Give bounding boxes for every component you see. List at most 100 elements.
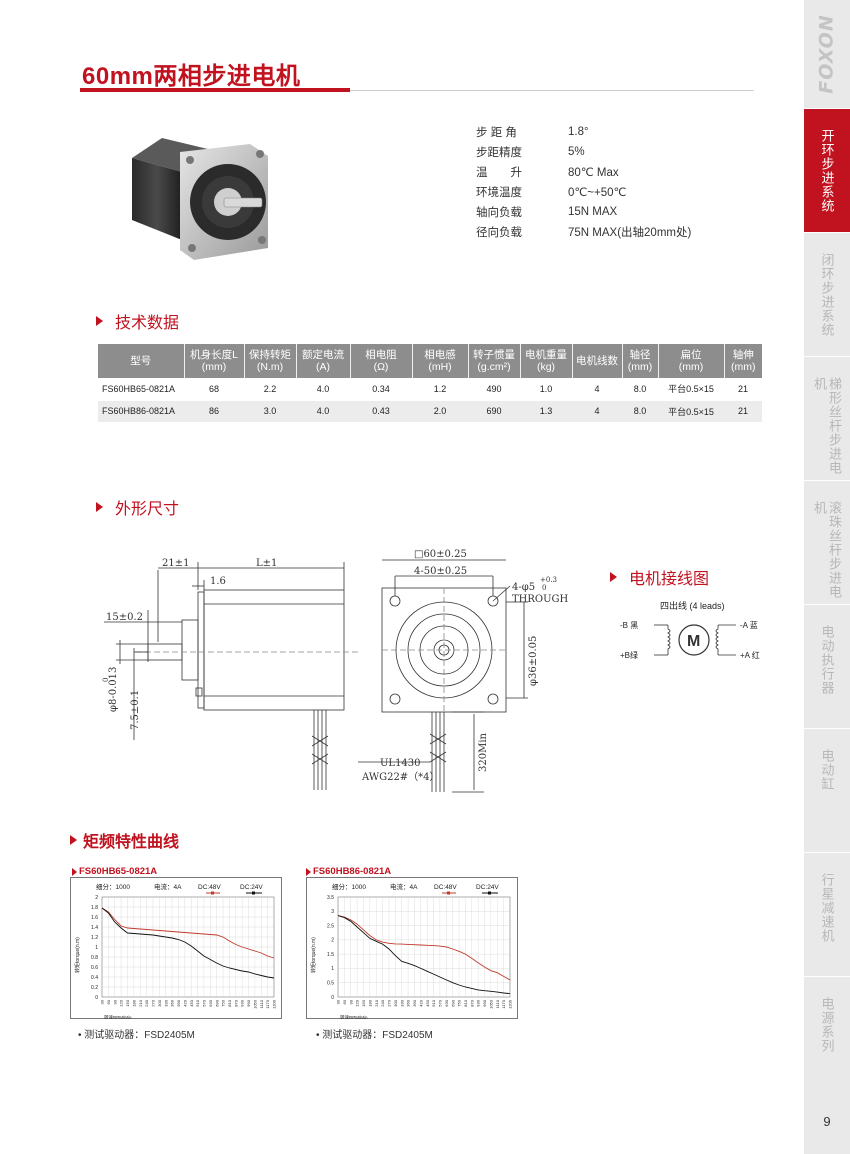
sidebar-item-5[interactable]: 电动缸 <box>804 728 850 852</box>
table-cell: 86 <box>184 400 244 423</box>
sidebar-item-1[interactable]: 闭环步进系统 <box>804 232 850 356</box>
table-cell: 0.43 <box>350 400 412 423</box>
x-tick-label: 210 <box>138 999 143 1006</box>
x-tick-label: 120 <box>355 999 360 1006</box>
y-axis-label: 转矩torque(n.m) <box>74 937 81 973</box>
chart-1-note: • 测试驱动器：FSD2405M <box>78 1030 195 1041</box>
header-line1: 电机重量 <box>525 349 567 361</box>
x-axis-label: 转速RPM/Min <box>104 1014 132 1019</box>
lead-a-plus: +A 红 <box>740 650 760 660</box>
spec-value: 0℃~+50℃ <box>568 187 627 199</box>
y-tick-label: 0.5 <box>327 981 334 987</box>
x-tick-label: 180 <box>131 999 136 1006</box>
x-tick-label: 360 <box>170 999 175 1006</box>
legend-marker <box>447 891 450 895</box>
header-line2: (N.m) <box>256 361 284 373</box>
y-tick-label: 2.5 <box>327 923 334 929</box>
sidebar-item-label: 电动执行器 <box>819 625 835 695</box>
x-tick-label: 390 <box>412 999 417 1006</box>
spec-label: 步 距 角 <box>476 127 517 139</box>
header-line1: 轴伸 <box>732 349 754 361</box>
x-tick-label: 690 <box>214 999 219 1006</box>
x-tick-label: 60 <box>106 999 111 1004</box>
x-tick-label: 510 <box>195 999 200 1006</box>
table-header-cell: 扁位(mm) <box>658 344 725 378</box>
lead-b-plus: +B绿 <box>620 651 638 660</box>
sidebar-item-7[interactable]: 电源系列 <box>804 976 850 1092</box>
dim-1-6: 1.6 <box>210 576 226 587</box>
table-header-cell: 电机重量(kg) <box>520 344 573 378</box>
table-cell: 1.3 <box>520 400 572 423</box>
y-tick-label: 1.6 <box>91 915 98 921</box>
sidebar-item-6[interactable]: 行星减速机 <box>804 852 850 976</box>
chart-1-title: FS60HB65-0821A <box>72 866 157 877</box>
x-tick-label: 930 <box>240 999 245 1006</box>
table-cell: 490 <box>468 378 520 401</box>
y-tick-label: 3.5 <box>327 895 334 901</box>
y-axis-label: 转矩torque(n.m) <box>310 937 317 973</box>
x-tick-label: 30 <box>100 999 105 1004</box>
chart-current: 电流：4A <box>390 882 418 891</box>
spec-label: 步距精度 <box>476 147 522 159</box>
sidebar-item-label: 滚珠丝杆步进电机 <box>812 501 842 599</box>
table-header-cell: 型号 <box>98 344 185 378</box>
x-tick-label: 420 <box>182 999 187 1006</box>
ul-label: UL1430 <box>380 758 421 769</box>
x-tick-label: 570 <box>202 999 207 1006</box>
wiring-subtitle: 四出线 (4 leads) <box>660 601 725 611</box>
dim-21: 21±1 <box>162 558 189 569</box>
motor-symbol-icon <box>678 624 710 656</box>
y-tick-label: 1.4 <box>91 925 98 931</box>
sidebar-item-2[interactable]: 梯形丝杆步进电机 <box>804 356 850 480</box>
x-tick-label: 870 <box>469 999 474 1006</box>
chart-current: 电流：4A <box>154 882 182 891</box>
table-cell: 690 <box>468 400 520 423</box>
sidebar-item-label: 电动缸 <box>819 749 835 791</box>
x-tick-label: 570 <box>438 999 443 1006</box>
x-tick-label: 870 <box>233 999 238 1006</box>
x-tick-label: 630 <box>208 999 213 1006</box>
x-tick-label: 990 <box>246 999 251 1006</box>
table-header-cell: 电机线数 <box>572 344 623 378</box>
x-tick-label: 690 <box>450 999 455 1006</box>
sidebar-item-3[interactable]: 滚珠丝杆步进电机 <box>804 480 850 604</box>
table-cell: 68 <box>184 378 244 401</box>
legend-marker <box>211 891 214 895</box>
section-wiring: 电机接线图 <box>610 565 709 589</box>
brand-logo: FOXON <box>816 14 839 94</box>
spec-value: 75N MAX(出轴20mm处) <box>568 227 692 239</box>
motor-letter: M <box>687 633 700 650</box>
sidebar-item-4[interactable]: 电动执行器 <box>804 604 850 728</box>
series-line-0 <box>101 907 275 959</box>
header-line1: 保持转矩 <box>249 349 291 361</box>
header-line1: 额定电流 <box>302 349 344 361</box>
dim-4-phi5-tol: +0.3 <box>540 576 557 584</box>
page-number: 9 <box>823 1114 831 1129</box>
table-header-cell: 额定电流(A) <box>296 344 351 378</box>
title-underline <box>80 88 350 92</box>
y-tick-label: 0.2 <box>91 985 98 991</box>
x-tick-label: 1170 <box>265 999 270 1008</box>
section-dimensions: 外形尺寸 <box>96 495 179 519</box>
x-tick-label: 240 <box>380 999 385 1006</box>
x-tick-label: 810 <box>463 999 468 1006</box>
y-tick-label: 2 <box>331 938 334 944</box>
x-tick-label: 240 <box>144 999 149 1006</box>
x-tick-label: 300 <box>157 999 162 1006</box>
sidebar-item-0[interactable]: 开环步进系统 <box>804 108 850 232</box>
table-cell: 8.0 <box>622 378 658 401</box>
header-line2: (mH) <box>428 361 452 373</box>
x-tick-label: 330 <box>399 999 404 1006</box>
y-tick-label: 1 <box>331 966 334 972</box>
x-tick-label: 1200 <box>272 999 277 1009</box>
legend-label: DC:24V <box>240 884 263 891</box>
x-tick-label: 270 <box>151 999 156 1006</box>
spec-value: 15N MAX <box>568 206 618 218</box>
page-title: 60mm两相步进电机 <box>82 63 301 90</box>
